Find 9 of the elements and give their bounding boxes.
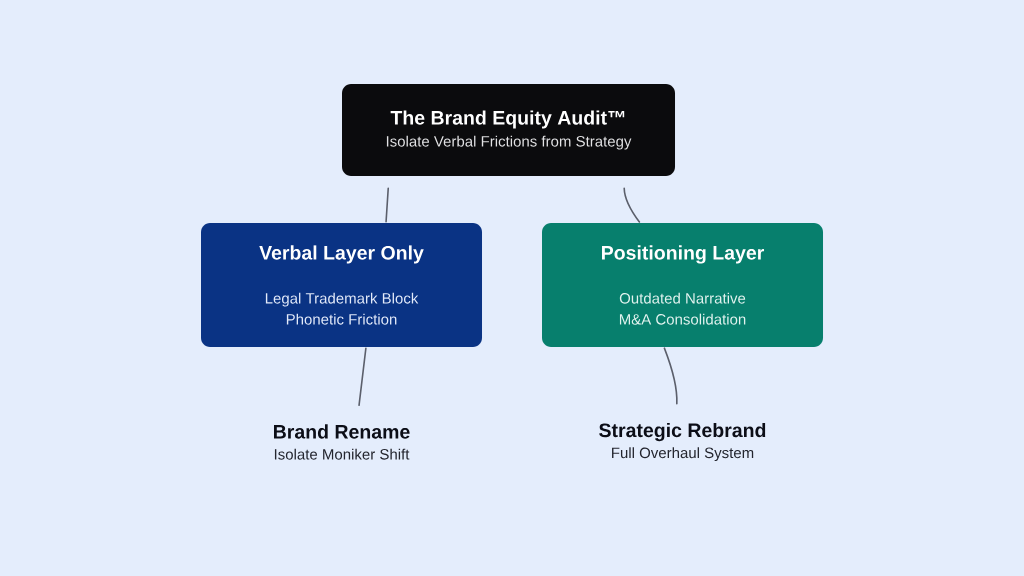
connector-line (623, 187, 641, 223)
process-box: Positioning Layer Outdated Narrative M&A Consolidation (542, 223, 823, 347)
outcome-label: Brand Rename Isolate Moniker Shift (274, 424, 410, 460)
connector-line (663, 347, 678, 405)
process-box: The Brand Equity Audit™ Isolate Verbal Frictions from Strategy (342, 84, 675, 176)
process-box: Verbal Layer Only Legal Trademark Block Phonetic Friction (201, 223, 482, 347)
outcome-label: Strategic Rebrand Full Overhaul System (599, 422, 766, 462)
connector-line (385, 187, 390, 223)
connector-line (358, 347, 367, 407)
